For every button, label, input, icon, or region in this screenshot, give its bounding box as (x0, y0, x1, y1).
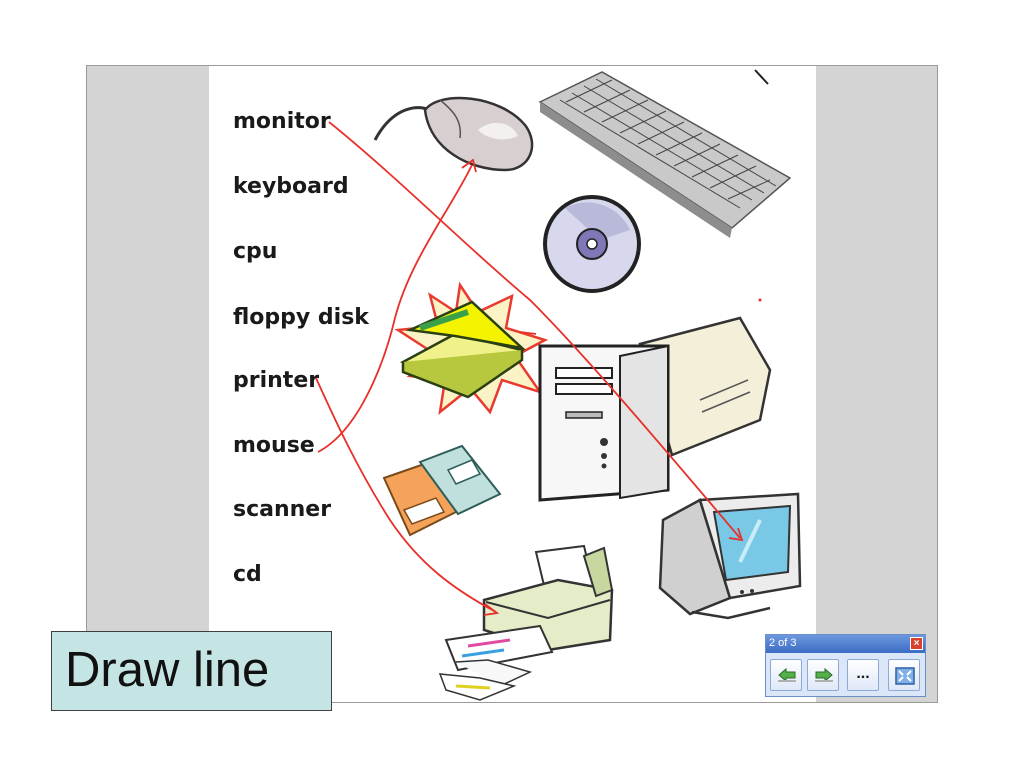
exit-fullscreen-icon (895, 667, 915, 685)
word-floppy-disk: floppy disk (233, 305, 369, 330)
word-scanner: scanner (233, 497, 332, 522)
word-cd: cd (233, 562, 262, 587)
draw-line-caption: Draw line (51, 631, 332, 711)
more-options-button[interactable]: ... (847, 659, 879, 691)
exit-fullscreen-button[interactable] (888, 659, 920, 691)
next-slide-icon (815, 667, 833, 683)
close-toolbar-button[interactable]: × (910, 637, 923, 650)
previous-slide-button[interactable] (770, 659, 802, 691)
next-slide-button[interactable] (807, 659, 839, 691)
caption-text: Draw line (65, 643, 270, 697)
word-cpu: cpu (233, 239, 278, 264)
word-monitor: monitor (233, 109, 331, 134)
word-mouse: mouse (233, 433, 315, 458)
slide-counter: 2 of 3 (769, 637, 797, 649)
word-keyboard: keyboard (233, 174, 349, 199)
word-printer: printer (233, 368, 320, 393)
slideshow-toolbar: 2 of 3 × ... (765, 634, 926, 697)
toolbar-titlebar: 2 of 3 × (766, 635, 925, 653)
previous-slide-icon (778, 667, 796, 683)
